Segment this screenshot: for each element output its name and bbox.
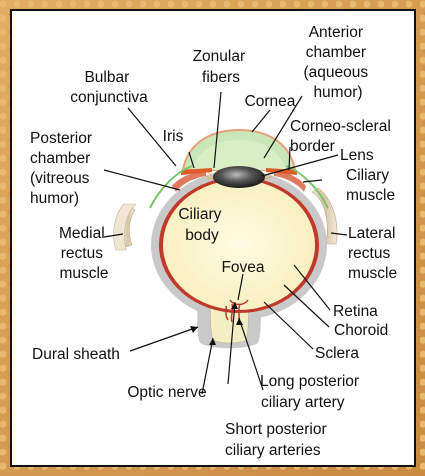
label-zonular-fibers: Zonular fibers (193, 48, 250, 86)
label-retina: Retina (333, 303, 378, 320)
lens (213, 166, 265, 188)
label-choroid: Choroid (334, 322, 388, 339)
label-medial-rectus-muscle: Medial rectus muscle (59, 225, 109, 282)
label-iris: Iris (163, 128, 184, 145)
label-lens: Lens (340, 147, 374, 164)
label-long-posterior-ciliary-artery: Long posterior ciliary artery (260, 373, 363, 411)
label-dural-sheath: Dural sheath (32, 346, 120, 363)
label-bulbar-conjunctiva: Bulbar conjunctiva (70, 69, 148, 106)
label-anterior-chamber: Anterior chamber (aqueous humor) (304, 24, 373, 101)
label-ciliary-muscle: Ciliary muscle (346, 167, 395, 204)
label-fovea: Fovea (221, 259, 264, 276)
label-short-posterior-ciliary-arteries: Short posterior ciliary arteries (225, 421, 331, 459)
label-cornea: Cornea (245, 93, 296, 110)
vitreous-body (163, 180, 315, 310)
label-optic-nerve: Optic nerve (127, 384, 206, 401)
label-posterior-chamber: Posterior chamber (vitreous humor) (30, 130, 96, 207)
label-sclera: Sclera (315, 345, 359, 362)
label-lateral-rectus-muscle: Lateral rectus muscle (348, 225, 400, 282)
